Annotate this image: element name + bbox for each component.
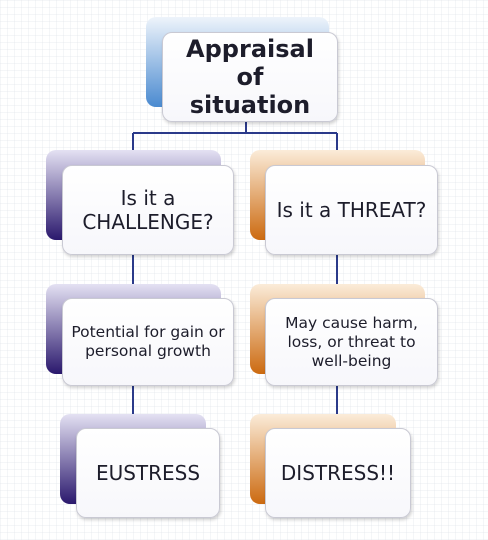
- distress-label: DISTRESS!!: [280, 461, 396, 485]
- challenge-description-node: Potential for gain or personal growth: [62, 298, 234, 386]
- threat-description: May cause harm, loss, or threat to well-…: [285, 313, 418, 370]
- threat-description-node: May cause harm, loss, or threat to well-…: [265, 298, 438, 386]
- root-label: Appraisal of situation: [186, 35, 314, 119]
- challenge-node: Is it a CHALLENGE?: [62, 165, 234, 255]
- challenge-question: Is it a CHALLENGE?: [82, 186, 214, 234]
- distress-node: DISTRESS!!: [265, 428, 411, 518]
- eustress-label: EUSTRESS: [95, 461, 201, 485]
- root-node: Appraisal of situation: [162, 32, 338, 122]
- threat-question: Is it a THREAT?: [276, 198, 427, 222]
- eustress-node: EUSTRESS: [76, 428, 220, 518]
- challenge-description: Potential for gain or personal growth: [71, 323, 225, 360]
- threat-node: Is it a THREAT?: [265, 165, 438, 255]
